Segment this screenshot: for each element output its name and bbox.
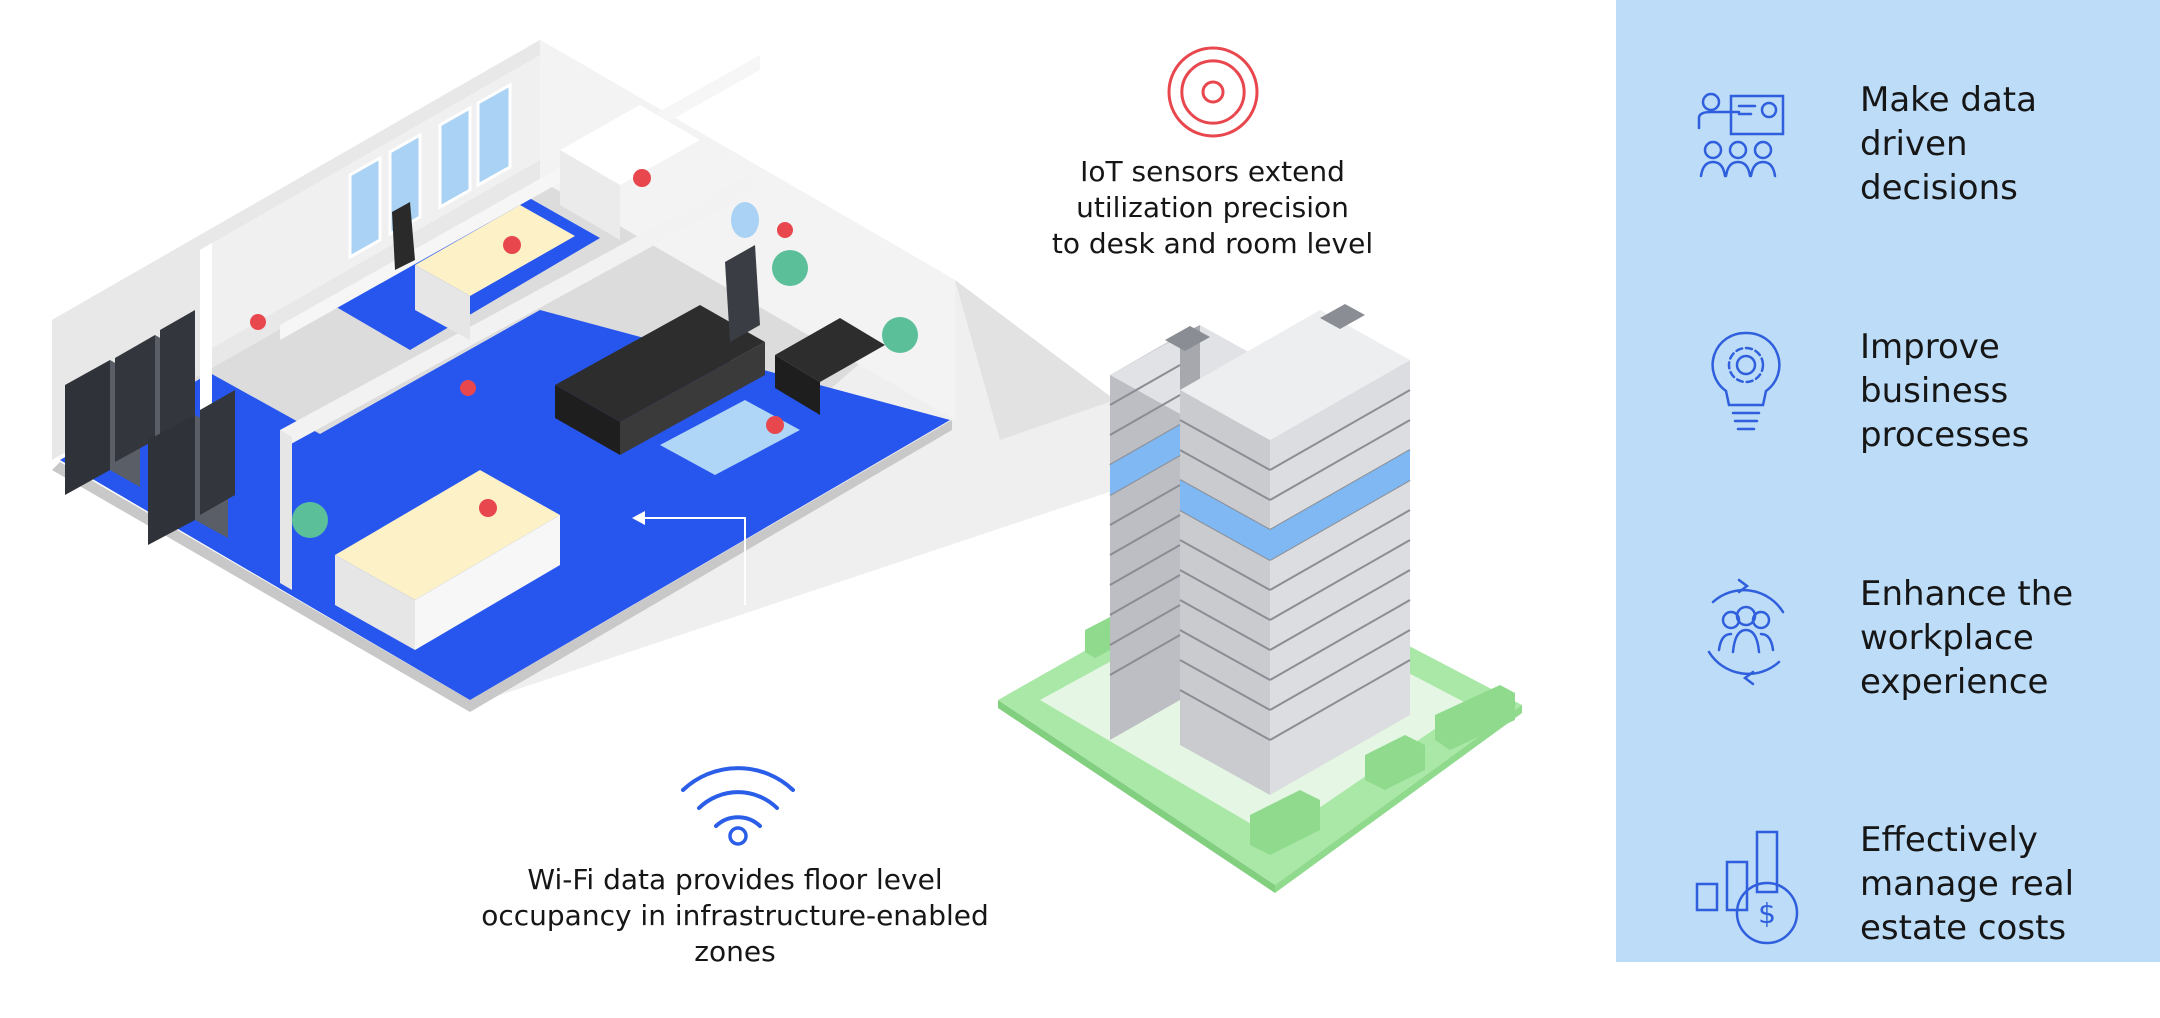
- wifi-caption: Wi-Fi data provides floor level occupanc…: [481, 863, 989, 968]
- benefit-label: Effectively manage real estate costs: [1860, 820, 2075, 948]
- coffee-table: [660, 400, 800, 475]
- iot-sensor-icon: [1167, 46, 1259, 138]
- benefit-real-estate-costs: $ Effectively manage real estate costs: [1616, 818, 2160, 1018]
- windows: [348, 82, 512, 260]
- lightbulb-gear-icon: [1711, 331, 1781, 431]
- server-racks: [65, 310, 235, 545]
- floor-plan: [52, 40, 955, 712]
- office-desk: [392, 202, 575, 340]
- benefit-label: Improve business processes: [1860, 327, 2030, 455]
- benefit-label: Enhance the workplace experience: [1860, 574, 2074, 702]
- wall-sensors: [250, 222, 793, 396]
- hedges: [1085, 617, 1515, 855]
- benefits-panel: Make data driven decisions Improve busin…: [1616, 0, 2160, 962]
- svg-text:$: $: [1758, 897, 1776, 930]
- reception-desk: [335, 470, 560, 650]
- benefit-workplace-experience: Enhance the workplace experience: [1616, 572, 2160, 772]
- benefit-label: Make data driven decisions: [1860, 80, 2037, 208]
- sofas: [555, 305, 885, 455]
- office-building: [998, 304, 1522, 893]
- highlighted-floor: [1110, 425, 1410, 560]
- wifi-icon: [681, 766, 795, 846]
- office-illustration: [52, 40, 1522, 893]
- plants: [292, 250, 918, 538]
- water-cooler: [725, 202, 760, 342]
- people-cycle-icon: [1707, 578, 1785, 686]
- cabinets: [560, 105, 700, 240]
- benefit-data-driven-decisions: Make data driven decisions: [1616, 78, 2160, 278]
- presentation-meeting-icon: [1697, 92, 1785, 178]
- benefit-improve-processes: Improve business processes: [1616, 325, 2160, 525]
- iot-caption: IoT sensors extend utilization precision…: [1051, 155, 1374, 260]
- cost-chart-icon: $: [1695, 830, 1799, 945]
